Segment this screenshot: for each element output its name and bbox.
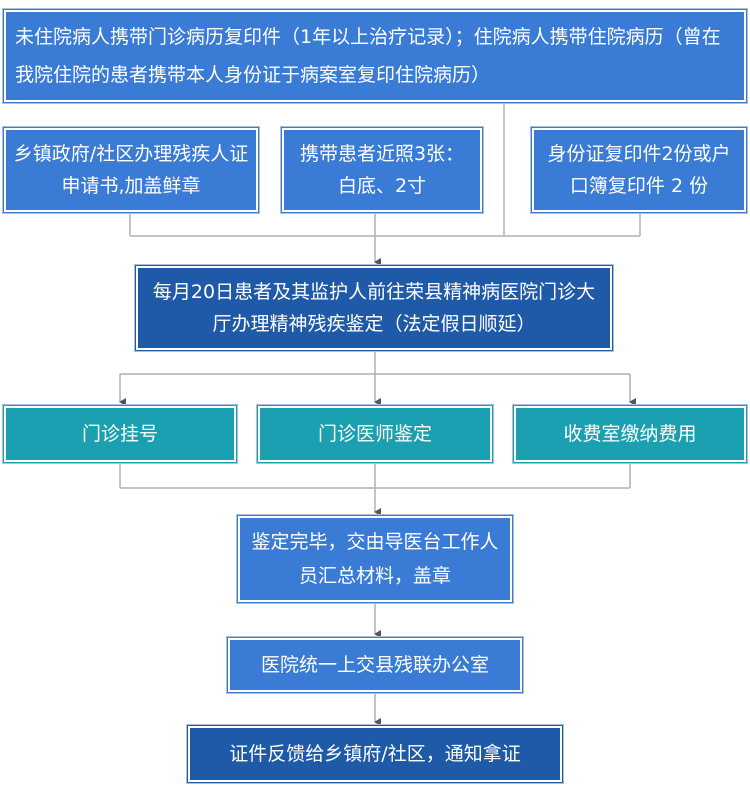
doctor-assessment-box: 门诊医师鉴定 <box>256 404 494 464</box>
finish-box: 鉴定完毕，交由导医台工作人员汇总材料，盖章 <box>236 514 514 604</box>
finish-text: 鉴定完毕，交由导医台工作人员汇总材料，盖章 <box>251 531 499 587</box>
payment-text: 收费室缴纳费用 <box>563 423 697 445</box>
registration-text: 门诊挂号 <box>81 423 158 445</box>
notify-box: 证件反馈给乡镇府/社区，通知拿证 <box>186 724 564 784</box>
photos-text: 携带患者近照3张：白底、2寸 <box>299 143 465 197</box>
notify-text: 证件反馈给乡镇府/社区，通知拿证 <box>229 743 521 765</box>
submit-box: 医院统一上交县残联办公室 <box>226 636 524 694</box>
id-copy-text: 身份证复印件2份或户口簿复印件 2 份 <box>547 143 731 197</box>
registration-box: 门诊挂号 <box>2 404 238 464</box>
top-requirements-box: 未住院病人携带门诊病历复印件（1年以上治疗记录）；住院病人携带住院病历（曾在我院… <box>2 8 748 104</box>
assessment-text: 每月20日患者及其监护人前往荣县精神病医院门诊大厅办理精神残疾鉴定（法定假日顺延… <box>152 281 596 335</box>
payment-box: 收费室缴纳费用 <box>512 404 748 464</box>
submit-text: 医院统一上交县残联办公室 <box>260 654 489 676</box>
id-copy-box: 身份证复印件2份或户口簿复印件 2 份 <box>530 126 748 214</box>
application-text: 乡镇政府/社区办理残疾人证申请书,加盖鲜章 <box>13 143 249 197</box>
top-requirements-text: 未住院病人携带门诊病历复印件（1年以上治疗记录）；住院病人携带住院病历（曾在我院… <box>15 26 721 86</box>
assessment-box: 每月20日患者及其监护人前往荣县精神病医院门诊大厅办理精神残疾鉴定（法定假日顺延… <box>134 264 614 352</box>
doctor-assessment-text: 门诊医师鉴定 <box>317 423 432 445</box>
photos-box: 携带患者近照3张：白底、2寸 <box>280 126 484 214</box>
application-box: 乡镇政府/社区办理残疾人证申请书,加盖鲜章 <box>2 126 260 214</box>
